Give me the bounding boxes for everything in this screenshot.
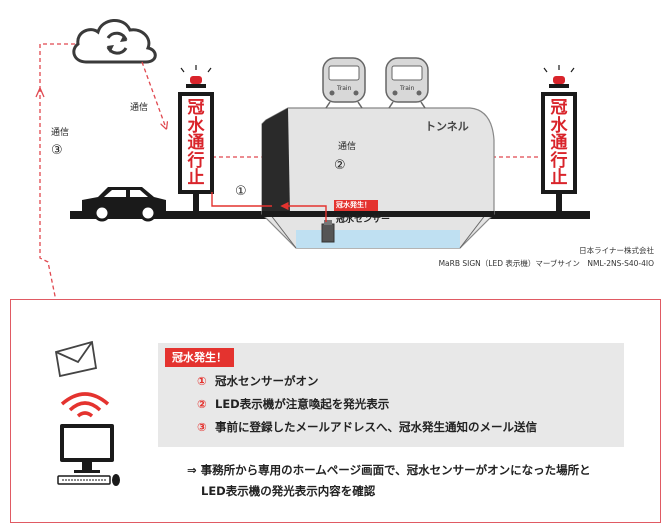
product-name: MaRB SIGN（LED 表示機）マーブサイン NML-2NS-S40-4IO (438, 259, 654, 268)
step-marker-3: ③ (51, 143, 63, 158)
wifi-icon (60, 392, 110, 418)
train-icon (322, 57, 366, 109)
cloud-sync-icon (72, 19, 157, 64)
sensor-line (211, 192, 272, 207)
confirm-note-line-1: ⇒ 事務所から専用のホームページ画面で、冠水センサーがオンになった場所と (187, 463, 591, 477)
train-label: Train (399, 85, 415, 92)
train-label: Train (336, 85, 352, 92)
alert-title: 冠水発生！ (165, 348, 234, 367)
step-2: ② LED表示機が注意喚起を発光表示 (197, 396, 389, 412)
info-panel (158, 343, 624, 447)
arrow-up-left (35, 87, 45, 98)
comm-label: 通信 (51, 128, 70, 138)
computer-icon (57, 424, 120, 486)
flood-sensor (321, 220, 335, 243)
confirm-note-line-2: LED表示機の発光表示内容を確認 (201, 484, 376, 498)
led-sign-right (541, 65, 577, 212)
led-sign-left (178, 65, 214, 212)
step-3-num: ③ (197, 420, 207, 434)
step-1: ① 冠水センサーがオン (197, 373, 319, 389)
step-2-num: ② (197, 397, 207, 411)
step-3-text: 事前に登録したメールアドレスへ、冠水発生通知のメール送信 (215, 420, 537, 434)
tunnel-label: トンネル (425, 120, 469, 133)
comm-label: 通信 (338, 142, 357, 152)
sensor-line-arrow (280, 201, 327, 222)
sensor-label: 冠水センサー (336, 215, 391, 225)
step-1-num: ① (197, 374, 207, 388)
company-name: 日本ライナー株式会社 (579, 246, 654, 255)
sensor-badge-bg (334, 200, 378, 211)
envelope-icon (54, 340, 98, 378)
sensor-badge: 冠水発生！ (336, 201, 371, 209)
sign-text-left: 冠水通行止 (187, 98, 205, 188)
car-icon (82, 187, 166, 222)
step-marker-1: ① (235, 184, 247, 199)
comm-label: 通信 (130, 103, 149, 113)
sign-text-right: 冠水通行止 (550, 98, 568, 188)
step-1-text: 冠水センサーがオン (215, 374, 319, 388)
notification-box (10, 299, 661, 523)
step-2-text: LED表示機が注意喚起を発光表示 (215, 397, 390, 411)
step-3: ③ 事前に登録したメールアドレスへ、冠水発生通知のメール送信 (197, 419, 537, 435)
step-marker-2: ② (334, 158, 346, 173)
tunnel (261, 107, 495, 249)
system-illustration: Train Train トンネル (35, 19, 590, 300)
train-icon (385, 57, 429, 109)
